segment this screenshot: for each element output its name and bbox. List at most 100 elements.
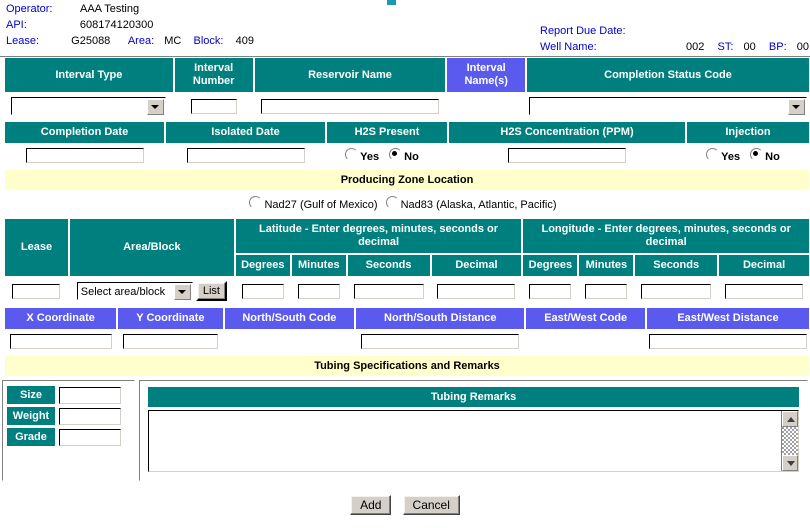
cell-latitude-seconds [346,277,431,305]
interval-header-row: Interval Type Interval Number Reservoir … [4,57,810,93]
header-x-coordinate: X Coordinate [4,307,118,330]
teal-marker-icon [387,0,396,5]
location-table: Lease Area/Block Latitude - Enter degree… [4,218,810,305]
chevron-down-icon[interactable] [147,99,165,115]
scrollbar-track[interactable] [782,427,798,455]
header-interval-number: Interval Number [173,57,254,93]
cell-east-west-code [525,330,646,353]
cell-latitude-degrees [234,277,291,305]
coordinates-header-row: X Coordinate Y Coordinate North/South Co… [4,307,810,330]
tubing-remarks-title: Tubing Remarks [148,387,799,407]
lease-input[interactable] [12,283,61,299]
completion-date-input[interactable] [25,148,144,163]
h2s-present-yes-radio[interactable] [345,148,359,161]
nad27-label: Nad27 (Gulf of Mexico) [264,199,378,211]
x-coordinate-input[interactable] [9,334,112,349]
interval-number-input[interactable] [190,98,237,114]
header-longitude-minutes: Minutes [578,254,635,277]
reservoir-name-input[interactable] [261,98,439,114]
cell-isolated-date [165,144,326,167]
operator-value: AAA Testing [79,3,140,15]
interval-type-select[interactable] [11,97,167,115]
cell-longitude-decimal [718,277,810,305]
longitude-decimal-input[interactable] [725,283,804,299]
st-value: 00 [743,41,756,53]
longitude-minutes-input[interactable] [585,283,628,299]
interval-input-row [4,93,810,119]
producing-zone-table: Producing Zone Location Nad27 (Gulf of M… [4,169,810,216]
st-label: ST: [717,41,734,53]
tubing-size-label: Size [7,386,55,404]
tubing-weight-row: Weight [7,407,130,425]
cell-north-south-code [223,330,356,353]
h2s-concentration-input[interactable] [508,148,626,163]
injection-yes-radio[interactable] [706,148,720,161]
producing-zone-section: Producing Zone Location Nad27 (Gulf of M… [2,169,810,216]
cell-area-block: Select area/block List [68,277,235,305]
tubing-grade-input[interactable] [59,428,121,446]
scroll-up-icon[interactable] [782,411,798,427]
area-block-select[interactable]: Select area/block [76,282,193,301]
cancel-button[interactable]: Cancel [402,495,460,515]
injection-no-radio[interactable] [750,148,764,161]
cell-interval-type [4,93,174,119]
h2s-present-no-radio[interactable] [389,148,403,161]
tubing-remarks-value [149,411,798,413]
dates-header-row: Completion Date Isolated Date H2S Presen… [4,121,810,144]
dates-section: Completion Date Isolated Date H2S Presen… [2,121,810,167]
interval-section: Interval Type Interval Number Reservoir … [2,57,810,119]
header-east-west-distance: East/West Distance [646,307,810,330]
header-y-coordinate: Y Coordinate [117,307,224,330]
area-block-list-button[interactable]: List [195,281,227,301]
tubing-band-table: Tubing Specifications and Remarks [4,355,810,377]
lease-label: Lease: [6,35,40,47]
tubing-remarks-textarea[interactable] [148,410,799,472]
latitude-degrees-input[interactable] [241,283,284,299]
nad27-radio[interactable] [249,196,263,209]
longitude-seconds-input[interactable] [641,283,712,299]
area-block-selected-value: Select area/block [80,286,166,299]
header-latitude-degrees: Degrees [234,254,291,277]
header-reservoir-name: Reservoir Name [253,57,447,93]
tubing-weight-input[interactable] [59,407,121,425]
block-label: Block: [193,35,224,47]
well-name-value: 002 [686,41,705,53]
header-injection: Injection [686,121,810,144]
east-west-distance-input[interactable] [649,334,807,349]
header-h2s-present: H2S Present [326,121,448,144]
latitude-seconds-input[interactable] [353,283,424,299]
coordinates-table: X Coordinate Y Coordinate North/South Co… [4,307,810,353]
longitude-degrees-input[interactable] [529,283,572,299]
header-longitude-decimal: Decimal [718,254,810,277]
completion-status-code-select[interactable] [529,97,807,115]
completion-status-code-selected-value [530,98,806,116]
cell-latitude-decimal [430,277,523,305]
header-h2s-concentration: H2S Concentration (PPM) [448,121,686,144]
header-operator-row: Operator: AAA Testing [6,3,139,15]
header-well-name-values: 002 ST: 00 BP: 00 [686,41,809,53]
cell-reservoir-name [253,93,447,119]
cell-y-coordinate [117,330,224,353]
latitude-decimal-input[interactable] [437,283,516,299]
header-completion-status-code: Completion Status Code [526,57,810,93]
location-section: Lease Area/Block Latitude - Enter degree… [2,218,810,305]
remarks-scrollbar[interactable] [781,411,798,471]
chevron-down-icon[interactable] [173,284,191,301]
scroll-down-icon[interactable] [782,455,798,471]
cell-latitude-minutes [290,277,347,305]
latitude-minutes-input[interactable] [297,283,340,299]
y-coordinate-input[interactable] [122,334,218,349]
header-lease: Lease [4,218,69,277]
nad83-radio[interactable] [385,196,399,209]
cell-lease [4,277,69,305]
chevron-down-icon[interactable] [788,99,805,115]
injection-no-label: No [765,151,780,163]
tubing-size-input[interactable] [59,386,121,404]
north-south-distance-input[interactable] [361,334,520,349]
header-interval-names: Interval Name(s) [446,57,526,93]
header-latitude-minutes: Minutes [290,254,347,277]
add-button[interactable]: Add [350,495,392,515]
header-longitude-seconds: Seconds [634,254,719,277]
isolated-date-input[interactable] [186,148,305,163]
